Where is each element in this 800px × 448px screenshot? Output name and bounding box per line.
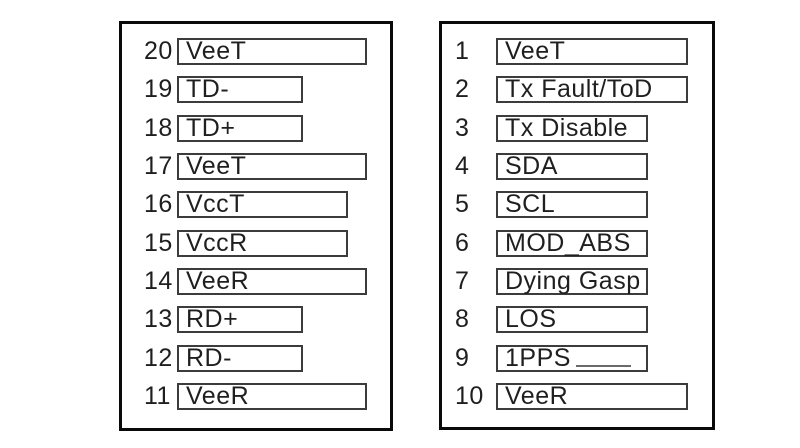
- pin-label: RD-: [186, 344, 232, 372]
- pin-label-box: VccR: [177, 229, 348, 257]
- pin-label-box: VeeR: [177, 267, 367, 295]
- pin-label-box: Dying Gasp: [496, 267, 648, 295]
- pin-label-box: VeeT: [177, 152, 367, 180]
- pin-number: 8: [455, 305, 470, 333]
- pin-row-12: 12 RD-: [122, 344, 390, 372]
- pin-label: Tx Fault/ToD: [505, 75, 653, 103]
- pin-row-20: 20 VeeT: [122, 37, 390, 65]
- pin-label-box: TD-: [177, 75, 303, 103]
- pin-number: 10: [455, 382, 484, 410]
- pin-row-14: 14 VeeR: [122, 267, 390, 295]
- pin-label-box: LOS: [496, 305, 648, 333]
- pin-label: VeeT: [186, 37, 247, 65]
- pin-label: 1PPS: [505, 344, 571, 372]
- pin-label-box: VeeR: [177, 382, 367, 410]
- pin-label: SDA: [505, 152, 558, 180]
- pin-label-box: Tx Disable: [496, 114, 648, 142]
- pin-label: TD+: [186, 114, 236, 142]
- pin-label-box: RD-: [177, 344, 303, 372]
- pin-label: Dying Gasp: [505, 267, 641, 295]
- pin-label-box: VeeR: [496, 382, 688, 410]
- pin-number: 9: [455, 344, 470, 372]
- pin-row-1: 1 VeeT: [442, 37, 712, 65]
- pin-number: 17: [144, 152, 173, 180]
- pin-label: RD+: [186, 305, 239, 333]
- pin-row-2: 2 Tx Fault/ToD: [442, 75, 712, 103]
- pin-label: VccT: [186, 190, 245, 218]
- pin-label-box: TD+: [177, 114, 303, 142]
- pin-number: 7: [455, 267, 470, 295]
- pin-row-13: 13 RD+: [122, 305, 390, 333]
- pin-number: 20: [144, 37, 173, 65]
- pin-number: 1: [455, 37, 470, 65]
- pin-label: MOD_ABS: [505, 229, 631, 257]
- pin-number: 19: [144, 75, 173, 103]
- pin-label-box: 1PPS: [496, 344, 648, 372]
- pin-label: LOS: [505, 305, 557, 333]
- pin-number: 6: [455, 229, 470, 257]
- pin-row-17: 17 VeeT: [122, 152, 390, 180]
- pin-number: 2: [455, 75, 470, 103]
- pin-row-3: 3 Tx Disable: [442, 114, 712, 142]
- pin-label-box: VeeT: [496, 37, 688, 65]
- pin-row-8: 8 LOS: [442, 305, 712, 333]
- pin-row-5: 5 SCL: [442, 190, 712, 218]
- pin-label-box: Tx Fault/ToD: [496, 75, 688, 103]
- pin-number: 3: [455, 114, 470, 142]
- pin-number: 11: [144, 382, 171, 410]
- pin-label-box: SDA: [496, 152, 648, 180]
- pin-row-7: 7 Dying Gasp: [442, 267, 712, 295]
- pin-number: 4: [455, 152, 470, 180]
- pin-number: 14: [144, 267, 173, 295]
- pin-label: VeeR: [186, 382, 250, 410]
- pin-label: VccR: [186, 229, 248, 257]
- pin-label: TD-: [186, 75, 230, 103]
- pin-label-box: SCL: [496, 190, 648, 218]
- pin-label-box: VccT: [177, 190, 348, 218]
- pin-number: 16: [144, 190, 173, 218]
- pin-label: VeeR: [505, 382, 569, 410]
- pin-row-11: 11 VeeR: [122, 382, 390, 410]
- pin-label: Tx Disable: [505, 114, 629, 142]
- pin-row-4: 4 SDA: [442, 152, 712, 180]
- pin-row-9: 9 1PPS: [442, 344, 712, 372]
- pin-label: VeeT: [186, 152, 247, 180]
- pin-row-10: 10 VeeR: [442, 382, 712, 410]
- pin-label-box: VeeT: [177, 37, 367, 65]
- pin-label-box: MOD_ABS: [496, 229, 648, 257]
- pin-row-19: 19 TD-: [122, 75, 390, 103]
- pin-number: 15: [144, 229, 173, 257]
- pin-label: VeeT: [505, 37, 566, 65]
- right-pin-panel: 1 VeeT 2 Tx Fault/ToD 3 Tx Disable 4 SDA…: [439, 21, 715, 430]
- pin-number: 5: [455, 190, 470, 218]
- pin-row-18: 18 TD+: [122, 114, 390, 142]
- pin-row-16: 16 VccT: [122, 190, 390, 218]
- trailing-underline: [575, 365, 631, 367]
- pin-label: VeeR: [186, 267, 250, 295]
- pin-number: 12: [144, 344, 173, 372]
- pin-number: 13: [144, 305, 173, 333]
- pin-label-box: RD+: [177, 305, 303, 333]
- pin-label: SCL: [505, 190, 556, 218]
- pin-number: 18: [144, 114, 173, 142]
- pin-row-6: 6 MOD_ABS: [442, 229, 712, 257]
- left-pin-panel: 20 VeeT 19 TD- 18 TD+ 17 VeeT 16 VccT 15…: [119, 21, 393, 431]
- pin-row-15: 15 VccR: [122, 229, 390, 257]
